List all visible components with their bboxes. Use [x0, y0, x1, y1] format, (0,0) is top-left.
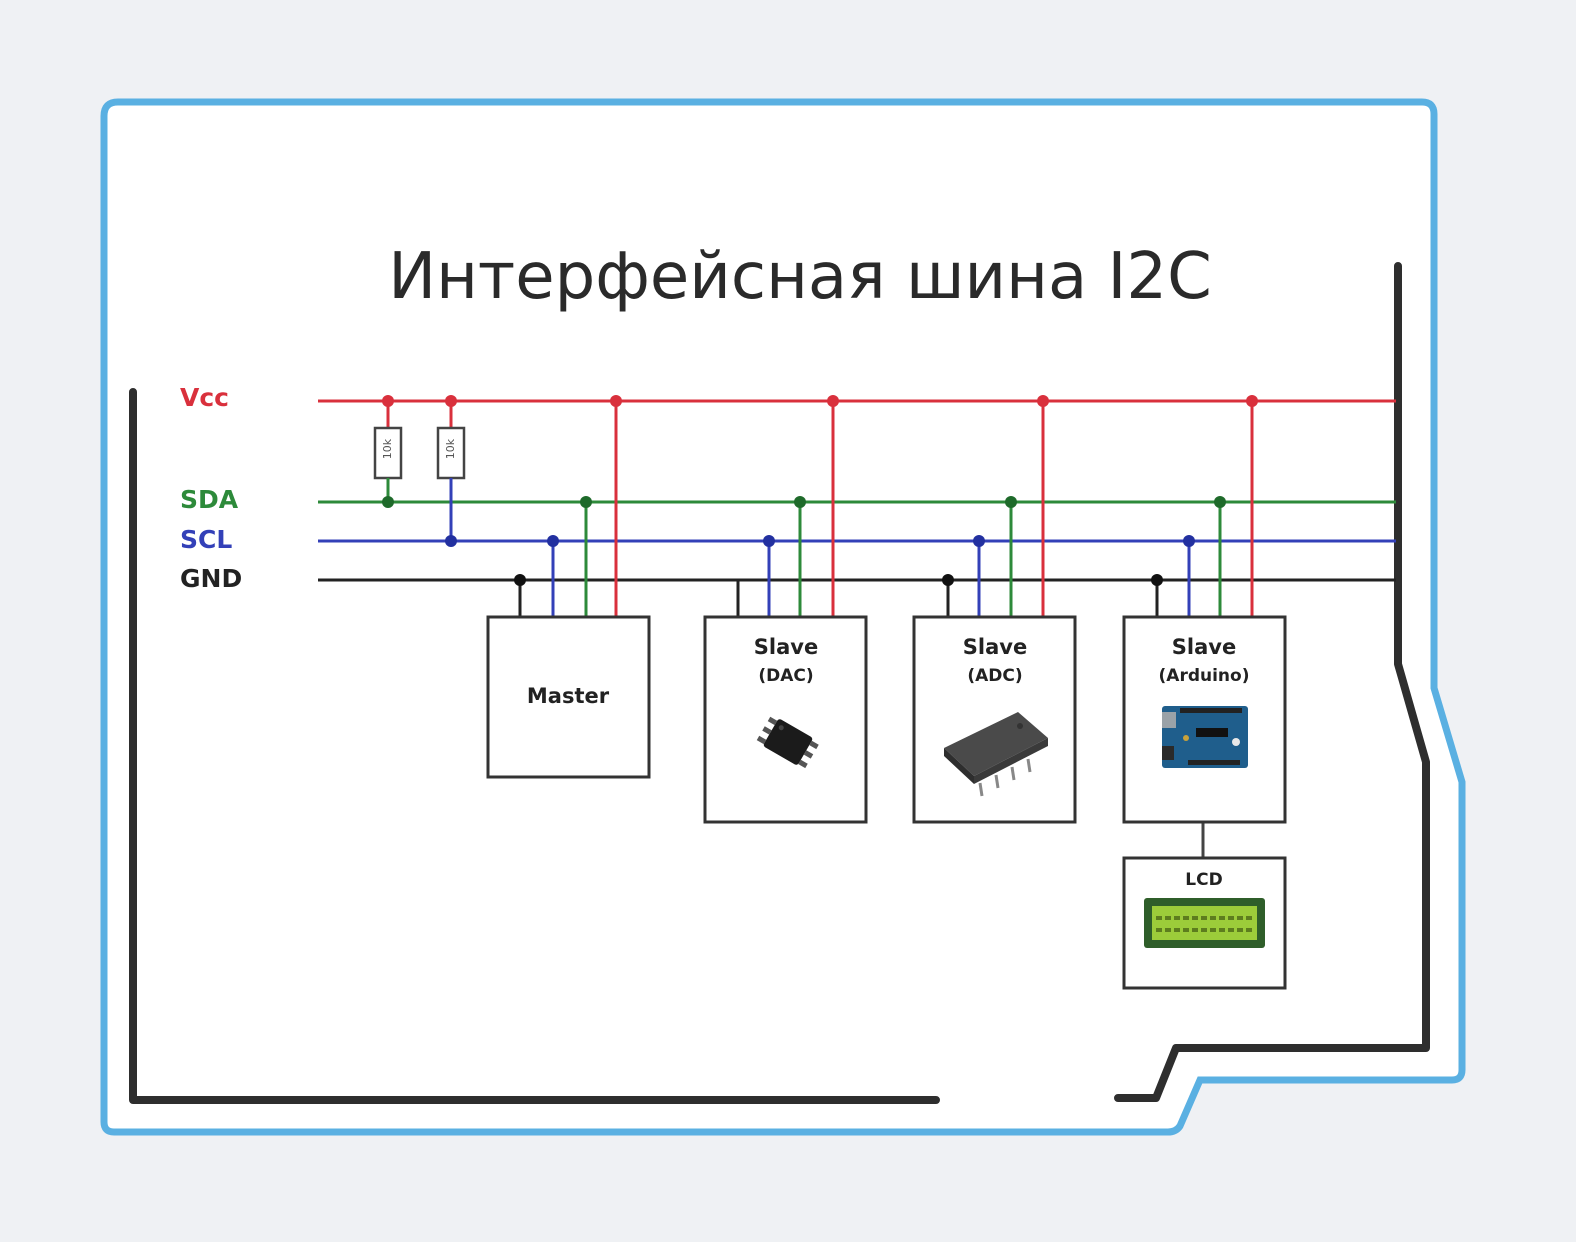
lcd-display-icon [1144, 898, 1265, 948]
slave-adc-device: Slave (ADC) [912, 615, 1077, 824]
chip-dip-icon [944, 712, 1048, 797]
master-device: Master [486, 615, 651, 779]
label-scl: SCL [180, 525, 232, 554]
slave-dac-sub: (DAC) [758, 666, 813, 686]
bracket-right [1114, 262, 1430, 1102]
adc-wires [946, 401, 1045, 617]
label-vcc: Vcc [180, 383, 229, 412]
arduino-wires [1155, 401, 1254, 858]
junction-dots [382, 395, 1258, 586]
lcd-label: LCD [1185, 870, 1222, 890]
slave-adc-label: Slave [963, 635, 1027, 659]
resistor-value-1: 10k [381, 438, 394, 459]
slave-adc-sub: (ADC) [967, 666, 1022, 686]
bracket-left [129, 388, 940, 1104]
slave-arduino-device: Slave (Arduino) [1122, 615, 1287, 824]
resistor-value-2: 10k [444, 438, 457, 459]
lcd-device: LCD [1122, 856, 1287, 990]
master-wires [518, 401, 618, 617]
slave-dac-device: Slave (DAC) [703, 615, 868, 824]
label-gnd: GND [180, 564, 242, 593]
master-label: Master [527, 684, 610, 708]
pullup-resistor-scl: 10k [436, 401, 466, 541]
dac-wires [736, 401, 835, 617]
slave-arduino-sub: (Arduino) [1159, 666, 1250, 686]
chip-soic-icon [756, 716, 819, 769]
slave-arduino-label: Slave [1172, 635, 1236, 659]
label-sda: SDA [180, 485, 239, 514]
arduino-board-icon [1162, 706, 1248, 768]
slave-dac-label: Slave [754, 635, 818, 659]
page-title: Интерфейсная шина I2C [388, 240, 1212, 314]
